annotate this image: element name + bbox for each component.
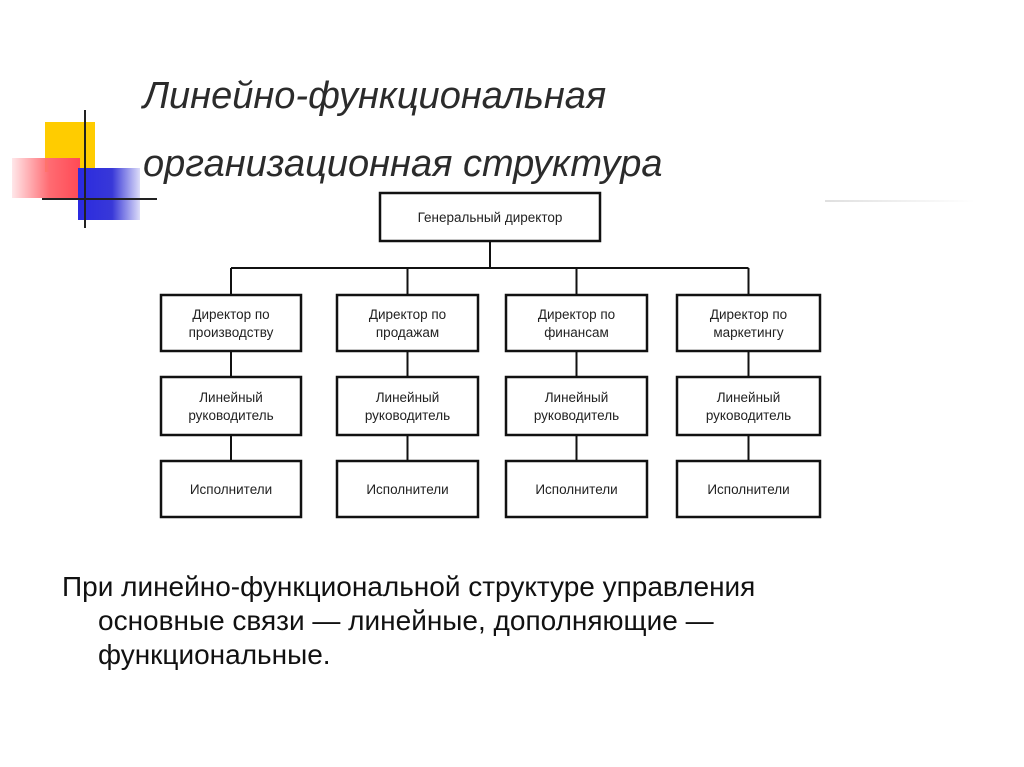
director-box-1 [159,293,303,353]
manager-box-1-text-2: руководитель [188,408,273,423]
title-line-2: организационная структура [143,143,663,185]
manager-box-1 [159,375,303,437]
workers-box-2-text-1: Исполнители [366,482,448,497]
manager-box-1-text-1: Линейный [199,390,263,405]
director-box-3 [504,293,649,353]
manager-box-2-text-1: Линейный [376,390,440,405]
ceo-box [378,191,602,243]
workers-box-4 [675,459,822,519]
caption-line-3: функциональные. [98,639,331,670]
caption-line-1: При линейно-функциональной структуре упр… [62,571,756,602]
manager-box-2-text-2: руководитель [365,408,450,423]
director-box-2-text-1: Директор по [369,307,446,322]
title-line-1: Линейно-функциональная [143,75,607,117]
decor-fade-line [825,200,975,202]
manager-box-4-text-1: Линейный [717,390,781,405]
director-box-4-text-1: Директор по [710,307,787,322]
manager-box-3 [504,375,649,437]
workers-box-4-text-1: Исполнители [707,482,789,497]
decor-vertical-line [84,110,86,228]
director-box-2 [335,293,480,353]
director-box-2-text-2: продажам [376,325,439,340]
manager-box-4-text-2: руководитель [706,408,791,423]
manager-box-3-text-2: руководитель [534,408,619,423]
director-box-4 [675,293,822,353]
slide-caption: При линейно-функциональной структуре упр… [62,570,962,672]
decor-horizontal-line [42,198,157,200]
workers-box-3 [504,459,649,519]
director-box-1-text-1: Директор по [192,307,269,322]
manager-box-3-text-1: Линейный [545,390,609,405]
decor-blue-square [78,168,140,220]
slide-title: Линейно-функциональная организационная с… [143,62,863,198]
director-box-1-text-2: производству [189,325,274,340]
ceo-box-text-1: Генеральный директор [418,210,563,225]
manager-box-4 [675,375,822,437]
director-box-3-text-1: Директор по [538,307,615,322]
director-box-3-text-2: финансам [544,325,609,340]
manager-box-2 [335,375,480,437]
decor-red-square [12,158,80,198]
director-box-4-text-2: маркетингу [713,325,784,340]
workers-box-3-text-1: Исполнители [535,482,617,497]
workers-box-1-text-1: Исполнители [190,482,272,497]
workers-box-1 [159,459,303,519]
workers-box-2 [335,459,480,519]
caption-line-2: основные связи — линейные, дополняющие — [98,605,714,636]
